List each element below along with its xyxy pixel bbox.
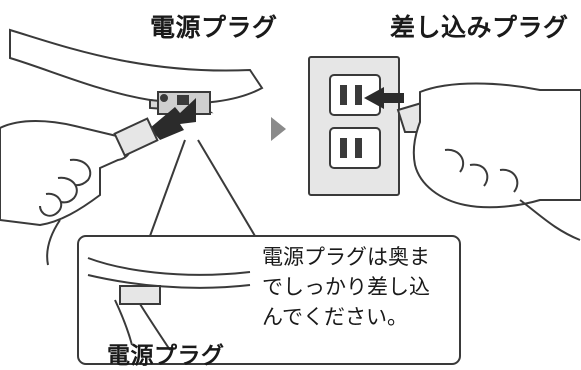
callout-detail-illustration (87, 257, 251, 351)
callout-line-3: んでください。 (262, 305, 408, 329)
hand-left (0, 120, 132, 227)
insertion-plug-label: 差し込みプラグ (390, 13, 569, 42)
callout-text: 電源プラグは奥ま でしっかり差し込 んでください。 (262, 242, 452, 332)
power-plug-label-top: 電源プラグ (150, 13, 278, 42)
plug-connector-left (46, 117, 159, 266)
wall-outlet (308, 56, 400, 196)
callout-line-2: でしっかり差し込 (262, 275, 430, 299)
step-arrow-icon (271, 117, 286, 141)
hand-right (396, 82, 581, 241)
insert-arrow-left (150, 98, 196, 140)
power-inlet (157, 91, 211, 115)
callout-line-1: 電源プラグは奥ま (262, 245, 430, 269)
callout-box (77, 235, 461, 365)
power-plug-label-bottom: 電源プラグ (107, 343, 225, 369)
callout-pointer (149, 139, 256, 237)
insert-arrow-right (364, 87, 404, 109)
